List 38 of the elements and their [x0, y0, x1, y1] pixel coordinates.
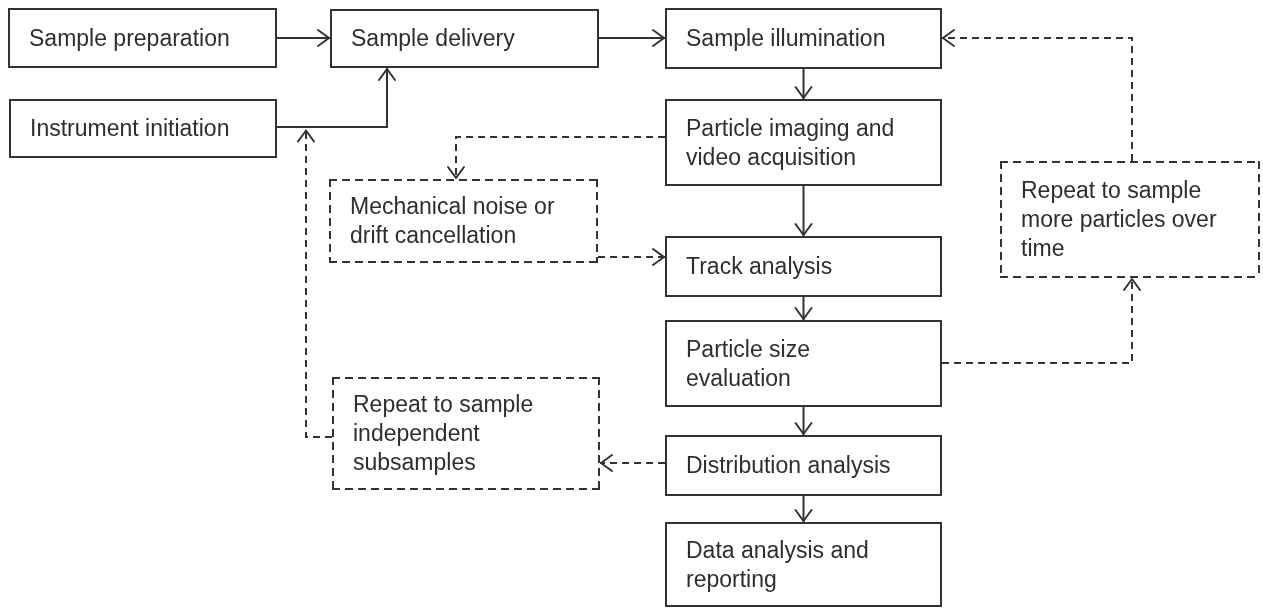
step-label: Distribution analysis	[686, 451, 891, 480]
step-label: Sample delivery	[351, 24, 515, 53]
step-label: Data analysis and reporting	[686, 535, 870, 594]
step-label: Repeat to sample independent subsamples	[353, 390, 535, 477]
dashed-arrow	[447, 136, 666, 180]
process-box	[665, 435, 942, 496]
arrow	[598, 29, 666, 47]
process-box	[665, 320, 942, 407]
dashed-process-box	[332, 377, 600, 490]
step-label: Sample preparation	[29, 23, 230, 53]
step-label: Instrument initiation	[30, 114, 230, 143]
dashed-process-box	[329, 179, 598, 263]
dashed-process-box	[1000, 161, 1260, 278]
arrow	[276, 29, 331, 47]
dashed-arrow	[597, 248, 666, 266]
process-box	[330, 9, 599, 68]
process-box	[665, 8, 942, 69]
process-box	[665, 99, 942, 186]
dashed-arrow	[297, 128, 333, 438]
arrow	[276, 67, 396, 128]
arrow	[794, 296, 813, 321]
arrow	[794, 406, 813, 436]
dashed-arrow	[941, 29, 1133, 162]
arrow	[794, 495, 813, 523]
step-label: Mechanical noise or drift cancellation	[350, 192, 556, 250]
step-label: Repeat to sample more particles over time	[1021, 176, 1218, 263]
process-box	[9, 99, 277, 158]
process-box	[665, 236, 942, 297]
step-label: Particle size evaluation	[686, 334, 811, 393]
dashed-arrow	[941, 277, 1141, 364]
arrow	[794, 185, 813, 237]
arrow	[794, 68, 813, 100]
step-label: Particle imaging and video acquisition	[686, 113, 896, 172]
dashed-arrow	[599, 454, 666, 472]
process-box	[665, 522, 942, 607]
step-label: Track analysis	[686, 252, 833, 281]
step-label: Sample illumination	[686, 24, 886, 53]
process-box	[8, 8, 277, 68]
